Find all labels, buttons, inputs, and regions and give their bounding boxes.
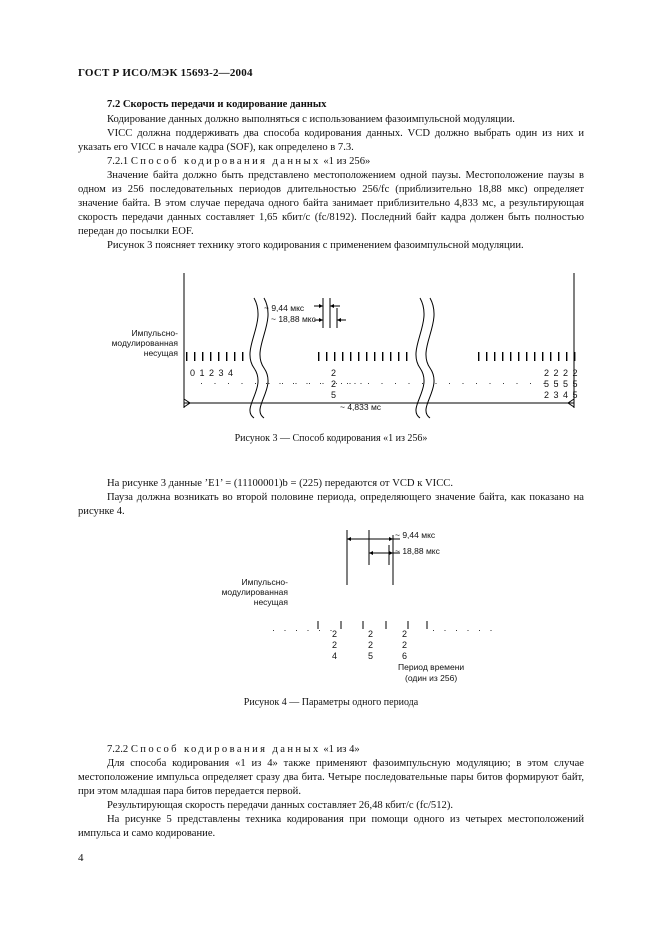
- after-fig3-para1: На рисунке 3 данные ’E1’ = (11100001)b =…: [107, 478, 453, 489]
- section-7-2-para2: VICC должна поддерживать два способа код…: [78, 128, 584, 153]
- carrier-tick: [334, 352, 336, 361]
- carrier-tick: [574, 352, 576, 361]
- carrier-tick: [186, 352, 188, 361]
- digit: 2: [368, 640, 374, 650]
- label-line: Импульсно-: [241, 577, 288, 587]
- carrier-tick: [550, 352, 552, 361]
- figure-3-dots-left: · · · · · · · ·: [265, 378, 367, 388]
- figure-4-dim-pause: ~ 9,44 мкс: [395, 530, 436, 540]
- figure-3-dim-pause: ~ 9,44 мкс: [264, 303, 305, 313]
- carrier-tick: [218, 352, 220, 361]
- digit: 2: [402, 640, 408, 650]
- carrier-tick: [518, 352, 520, 361]
- label-line: модулированная: [221, 587, 288, 597]
- figure-4-col-3: 2 2 6: [402, 629, 407, 662]
- section-7-2-2-para2: Результирующая скорость передачи данных …: [107, 800, 453, 811]
- page-number: 4: [78, 852, 84, 864]
- carrier-tick: [358, 352, 360, 361]
- digit: 2: [332, 640, 338, 650]
- figure-4-dots-right: · · · · · ·: [432, 625, 496, 635]
- figure-3-seq-start: 0 1 2 3 4: [190, 368, 235, 378]
- carrier-tick: [390, 352, 392, 361]
- digit: 5: [331, 390, 337, 400]
- digit: 2: [368, 629, 374, 639]
- carrier-tick: [194, 352, 196, 361]
- figure-4-period-label: Период времени (один из 256): [398, 662, 464, 684]
- label-line: (один из 256): [405, 673, 458, 683]
- figure-3-dim-period: ~ 18,88 мкс: [271, 314, 316, 324]
- section-number: 7.2.2: [107, 744, 129, 755]
- carrier-tick: [210, 352, 212, 361]
- section-7-2-1-figure-ref: Рисунок 3 поясняет технику этого кодиров…: [107, 240, 524, 251]
- after-fig3-para2: Пауза должна возникать во второй половин…: [78, 492, 584, 517]
- digit: 5: [368, 651, 374, 661]
- label-line: модулированная: [111, 338, 178, 348]
- carrier-tick: [374, 352, 376, 361]
- label-line: несущая: [143, 348, 178, 358]
- carrier-tick: [494, 352, 496, 361]
- digit: 2: [331, 368, 337, 378]
- digit: 4: [332, 651, 338, 661]
- carrier-tick: [486, 352, 488, 361]
- carrier-tick: [398, 352, 400, 361]
- figure-3-caption: Рисунок 3 — Способ кодирования «1 из 256…: [234, 433, 428, 444]
- digit-row: 2 3 4 5: [544, 390, 579, 400]
- section-7-2-title: 7.2 Скорость передачи и кодирование данн…: [107, 99, 327, 110]
- figure-3-dots-start: · · · · · · · · · · · ·: [200, 378, 356, 388]
- figure-3-dim-total: ~ 4,833 мс: [340, 402, 382, 412]
- digit: 6: [402, 651, 408, 661]
- carrier-tick: [242, 352, 244, 361]
- carrier-tick: [478, 352, 480, 361]
- section-title-tail: «1 из 4»: [323, 744, 360, 755]
- label-line: Период времени: [398, 662, 465, 672]
- carrier-tick: [234, 352, 236, 361]
- carrier-tick: [318, 352, 320, 361]
- carrier-tick: [226, 352, 228, 361]
- figure-3-end-cols: 2 2 2 2 5 5 5 5 2 3 4 5: [544, 368, 579, 401]
- carrier-tick: [534, 352, 536, 361]
- label-line: несущая: [253, 597, 288, 607]
- figure-3-mid-col: 2 2 5: [331, 368, 336, 401]
- carrier-tick: [350, 352, 352, 361]
- figure-4-diagram: [317, 530, 428, 629]
- carrier-tick: [342, 352, 344, 361]
- section-number: 7.2.1: [107, 156, 129, 167]
- figure-4-dots-left: · · · · · ·: [272, 625, 336, 635]
- section-7-2-para1: Кодирование данных должно выполняться с …: [107, 114, 515, 125]
- digit-row: 2 2 2 2: [544, 368, 579, 378]
- figure-4-dim-period: ~ 18,88 мкс: [395, 546, 440, 556]
- digit: 2: [402, 629, 408, 639]
- figure-3-dots-right: · · · · · · · · · · · · · · · · ·: [340, 378, 563, 388]
- carrier-tick: [406, 352, 408, 361]
- section-7-2-2-heading: 7.2.2 Способ кодирования данных «1 из 4»: [78, 743, 584, 757]
- label-line: Импульсно-: [131, 328, 178, 338]
- figure-3-diagram: [183, 273, 576, 419]
- carrier-tick: [542, 352, 544, 361]
- figure-3-carrier-label: Импульсно- модулированная несущая: [100, 328, 178, 358]
- carrier-tick: [382, 352, 384, 361]
- section-title-spaced: Способ кодирования данных: [130, 156, 321, 167]
- digit: 2: [331, 379, 337, 389]
- section-7-2-2-para3: На рисунке 5 представлены техника кодиро…: [78, 814, 584, 839]
- digit-row: 5 5 5 5: [544, 379, 579, 389]
- carrier-tick: [502, 352, 504, 361]
- carrier-tick: [526, 352, 528, 361]
- figure-4-caption: Рисунок 4 — Параметры одного периода: [243, 697, 419, 708]
- carrier-tick: [510, 352, 512, 361]
- carrier-tick: [366, 352, 368, 361]
- document-header: ГОСТ Р ИСО/МЭК 15693-2—2004: [78, 67, 253, 79]
- section-title-spaced: Способ кодирования данных: [130, 744, 321, 755]
- carrier-tick: [202, 352, 204, 361]
- carrier-tick: [566, 352, 568, 361]
- section-7-2-2-para1: Для способа кодирования «1 из 4» также п…: [78, 758, 584, 797]
- figure-4-col-1: 2 2 4: [332, 629, 337, 662]
- figure-4-carrier-label: Импульсно- модулированная несущая: [210, 577, 288, 607]
- digit: 2: [332, 629, 338, 639]
- figure-4-col-2: 2 2 5: [368, 629, 373, 662]
- section-title-tail: «1 из 256»: [323, 156, 371, 167]
- carrier-tick: [326, 352, 328, 361]
- carrier-tick: [558, 352, 560, 361]
- section-7-2-1-heading: 7.2.1 Способ кодирования данных «1 из 25…: [78, 155, 584, 169]
- section-7-2-1-para: Значение байта должно быть представлено …: [78, 170, 584, 237]
